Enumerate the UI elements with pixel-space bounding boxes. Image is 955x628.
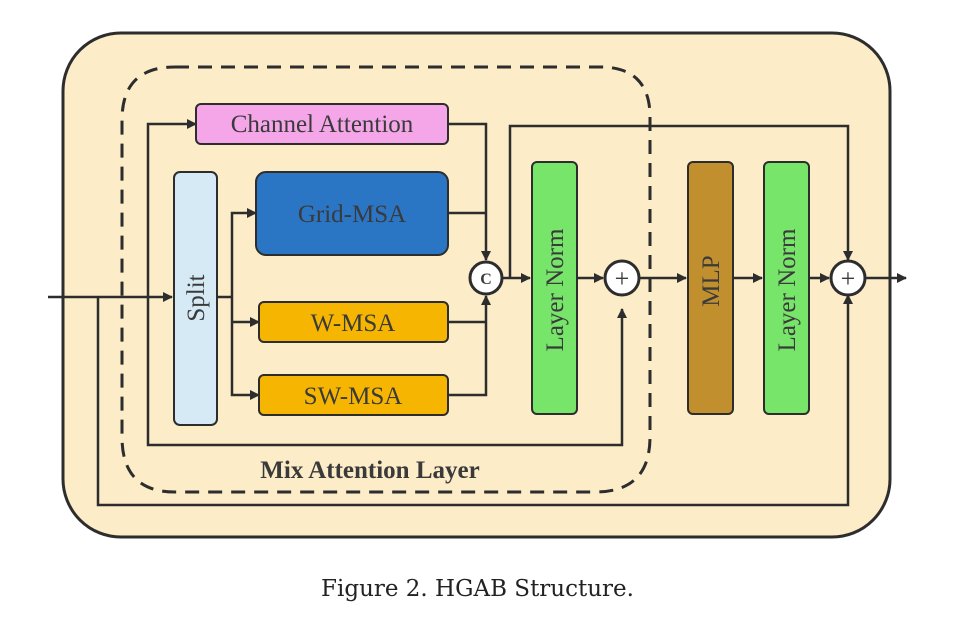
sw-msa-box: [258, 374, 449, 416]
mlp-box: [687, 161, 734, 415]
grid-msa-label: Grid-MSA: [298, 201, 406, 228]
edge-to-channel-attention: [146, 119, 197, 297]
residual-2: [96, 294, 853, 507]
layer-norm-2-box: [763, 161, 810, 415]
hgab-diagram: Channel Attention Split Grid-MSA W-MSA S…: [48, 31, 907, 539]
residual-1: [146, 297, 627, 447]
edge-to-sw-msa: [230, 297, 260, 400]
add-1-symbol: +: [615, 264, 630, 293]
mix-attention-label: Mix Attention Layer: [260, 457, 479, 484]
w-msa-box: [258, 301, 449, 343]
add-node-2: [829, 259, 867, 297]
concat-node: [468, 260, 504, 296]
figure-caption: Figure 2. HGAB Structure.: [321, 576, 634, 602]
grid-msa-box: [255, 171, 449, 256]
w-msa-label: W-MSA: [311, 310, 396, 337]
layer-norm-1-box: [531, 161, 578, 415]
sw-msa-label: SW-MSA: [304, 383, 403, 410]
channel-attention-label: Channel Attention: [231, 111, 414, 138]
skip-to-add-2: [508, 124, 853, 278]
layer-norm-2-label: Layer Norm: [774, 228, 801, 351]
channel-attention-box: [195, 103, 449, 145]
mlp-label: MLP: [698, 255, 725, 306]
add-2-symbol: +: [841, 264, 856, 293]
concat-symbol: C: [480, 271, 492, 288]
edge-sw-to-concat: [448, 295, 491, 397]
layer-norm-1-label: Layer Norm: [542, 228, 569, 351]
split-box: [173, 171, 218, 426]
split-label: Split: [183, 274, 210, 321]
edge-to-grid-msa: [230, 208, 257, 297]
edge-ca-to-concat: [448, 122, 491, 261]
add-node-1: [603, 259, 641, 297]
mix-attention-region: [120, 65, 652, 494]
